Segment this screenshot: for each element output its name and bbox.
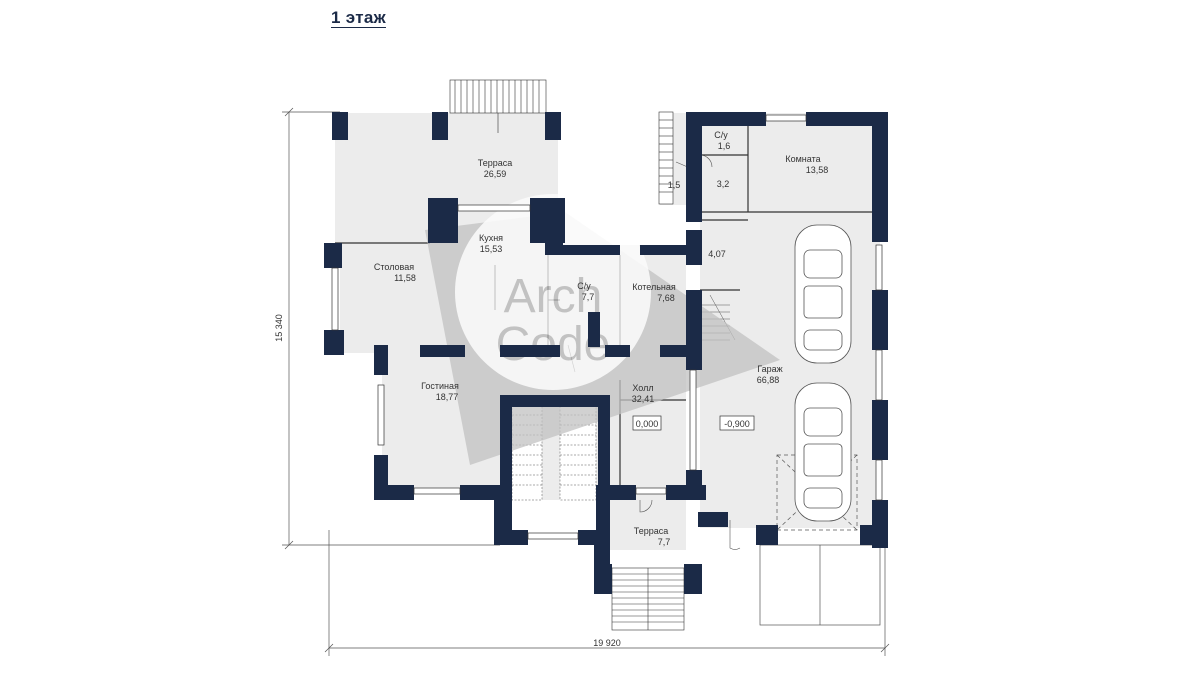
room-area-boiler: 7,68 <box>657 293 675 303</box>
room-name-boiler: Котельная <box>632 282 676 292</box>
room-area-wc-small: 1,6 <box>718 141 731 151</box>
garage-door-outline <box>759 454 881 626</box>
room-area-garage: 66,88 <box>757 375 780 385</box>
room-area-room: 13,58 <box>806 165 829 175</box>
width-dimension: 19 920 <box>593 638 621 648</box>
stairs-side-porch <box>658 111 674 205</box>
room-area-terrace-top: 26,59 <box>484 169 507 179</box>
room-area-living: 18,77 <box>436 392 459 402</box>
room-labels: Терраса 26,59 Кухня 15,53 Столовая 11,58… <box>374 130 828 547</box>
room-area-porch: 1,5 <box>668 180 681 190</box>
room-area-dining: 11,58 <box>394 273 416 283</box>
room-name-terrace-top: Терраса <box>478 158 513 168</box>
room-name-room: Комната <box>785 154 820 164</box>
windows <box>331 114 883 540</box>
level-marks: 0,000 -0,900 <box>632 415 755 431</box>
room-area-kitchen: 15,53 <box>480 244 503 254</box>
dimension-lines <box>282 107 890 656</box>
level-mark-garage: -0,900 <box>724 419 750 429</box>
level-mark-house: 0,000 <box>636 419 659 429</box>
room-name-wc-center: С/у <box>577 281 591 291</box>
room-name-garage: Гараж <box>757 364 782 374</box>
room-name-terrace-front: Терраса <box>634 526 669 536</box>
room-name-hall: Холл <box>632 383 653 393</box>
stairs-front-terrace <box>611 567 685 631</box>
room-area-terrace-front: 7,7 <box>658 537 671 547</box>
car-icon <box>794 224 852 522</box>
walls <box>324 112 888 594</box>
room-area-wc-center: 7,7 <box>582 292 595 302</box>
room-name-wc-small: С/у <box>714 130 728 140</box>
room-name-living: Гостиная <box>421 381 459 391</box>
page-title: 1 этаж <box>331 8 386 27</box>
stairs-top-terrace <box>449 79 547 133</box>
room-area-corridor: 3,2 <box>717 179 730 189</box>
watermark-line1: Arch <box>504 270 603 323</box>
room-area-hall: 32,41 <box>632 394 655 404</box>
room-name-kitchen: Кухня <box>479 233 503 243</box>
room-name-dining: Столовая <box>374 262 414 272</box>
height-dimension: 15 340 <box>274 314 284 342</box>
room-area-vestibule: 4,07 <box>708 249 726 259</box>
